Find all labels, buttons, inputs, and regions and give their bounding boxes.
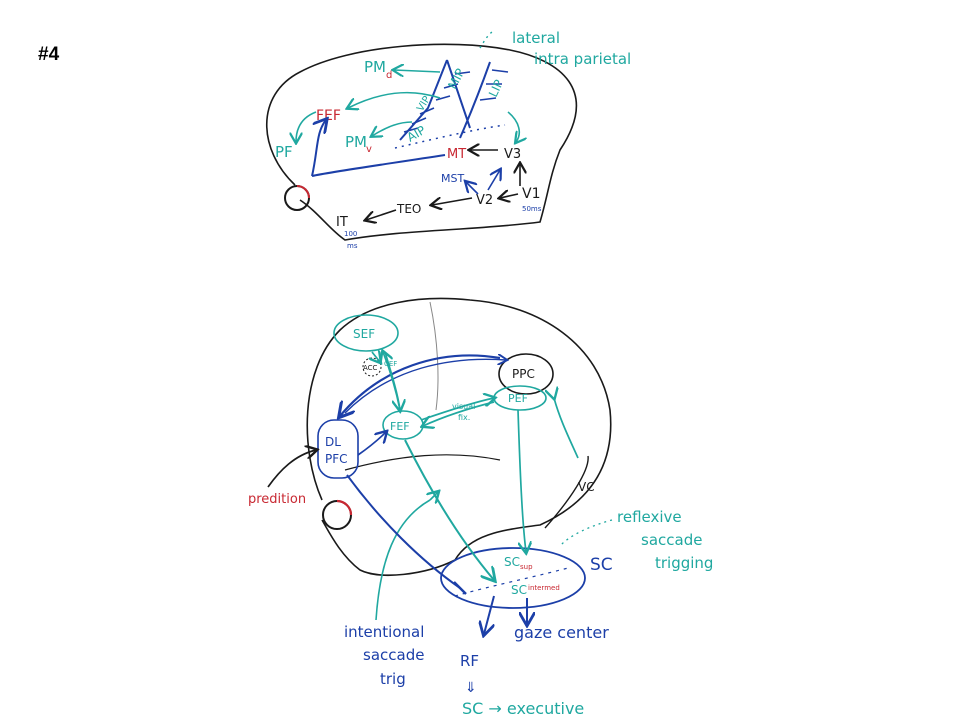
v3-label: V3 bbox=[504, 147, 521, 162]
executive-label: SC → executive bbox=[462, 699, 584, 718]
ppc-label: PPC bbox=[512, 367, 535, 381]
lateral-label: lateral bbox=[512, 29, 560, 47]
sc-node bbox=[440, 547, 586, 609]
intra-parietal-label: intra parietal bbox=[534, 50, 631, 68]
top-brain: lateral intra parietal PM d FEF PF PM v … bbox=[266, 29, 631, 250]
intentional-label-3: trig bbox=[380, 670, 406, 688]
ppc-node bbox=[498, 353, 554, 395]
aip-label: AIP bbox=[405, 123, 428, 145]
sc-inter-label: SC bbox=[511, 583, 527, 597]
vc-label: VC bbox=[578, 480, 595, 494]
intraparietal-sulcus bbox=[399, 59, 491, 141]
pf-top-label: PF bbox=[275, 143, 293, 161]
prediction-label: predition bbox=[248, 492, 306, 507]
v1-time: 50ms bbox=[522, 205, 542, 213]
pm-d-label: PM bbox=[364, 58, 386, 76]
v1-label: V1 bbox=[522, 186, 540, 202]
it-time-1: 100 bbox=[344, 230, 357, 238]
bottom-brain-outline bbox=[306, 297, 612, 576]
reflexive-label-3: trigging bbox=[655, 554, 713, 572]
bottom-arrows bbox=[267, 352, 579, 634]
top-brain-outline bbox=[266, 43, 578, 241]
dlpfc-node bbox=[317, 419, 359, 479]
dlpfc-label-1: DL bbox=[325, 435, 341, 449]
mt-label: MT bbox=[447, 147, 466, 162]
sef-node bbox=[333, 314, 399, 352]
mst-label: MST bbox=[441, 172, 464, 185]
pm-d-sub: d bbox=[386, 70, 392, 81]
double-arrow-label: ⇓ bbox=[465, 680, 477, 696]
dlpfc-label-2: PFC bbox=[325, 452, 348, 466]
fef-top-label: FEF bbox=[316, 108, 341, 124]
rf-label: RF bbox=[460, 652, 479, 670]
reflexive-label-1: reflexive bbox=[617, 508, 682, 526]
pef-label: PEF bbox=[508, 392, 528, 405]
intentional-label-1: intentional bbox=[344, 623, 424, 641]
pm-v-label: PM bbox=[345, 133, 367, 151]
sc-sup-label: SC bbox=[504, 555, 520, 569]
acc-node bbox=[362, 357, 382, 377]
sc-sup-sub: sup bbox=[520, 563, 533, 571]
lip-label: LIP bbox=[486, 78, 506, 100]
reflexive-label-2: saccade bbox=[641, 531, 702, 549]
gaze-center-label: gaze center bbox=[514, 623, 609, 642]
v2-label: V2 bbox=[476, 193, 493, 208]
sc-inter-sub: intermed bbox=[528, 584, 560, 592]
it-time-2: ms bbox=[347, 242, 358, 250]
intentional-label-2: saccade bbox=[363, 646, 424, 664]
bottom-brain: SEF ACC CEF PPC PEF FEF visual fix. DL P… bbox=[248, 297, 713, 718]
top-arrows bbox=[296, 70, 520, 220]
fef-label: FEF bbox=[390, 420, 410, 433]
sef-label: SEF bbox=[353, 327, 375, 341]
acc-label: ACC bbox=[363, 364, 378, 372]
pm-v-sub: v bbox=[366, 144, 372, 155]
teo-label: TEO bbox=[396, 202, 421, 216]
visual-fix-label-2: fix. bbox=[458, 413, 470, 422]
it-label: IT bbox=[336, 215, 348, 230]
mip-label: MIP bbox=[445, 66, 467, 91]
sc-label: SC bbox=[590, 555, 613, 575]
cef-label: CEF bbox=[384, 360, 397, 368]
vip-label: VIP bbox=[415, 94, 433, 113]
slide-number: #4 bbox=[38, 44, 60, 65]
